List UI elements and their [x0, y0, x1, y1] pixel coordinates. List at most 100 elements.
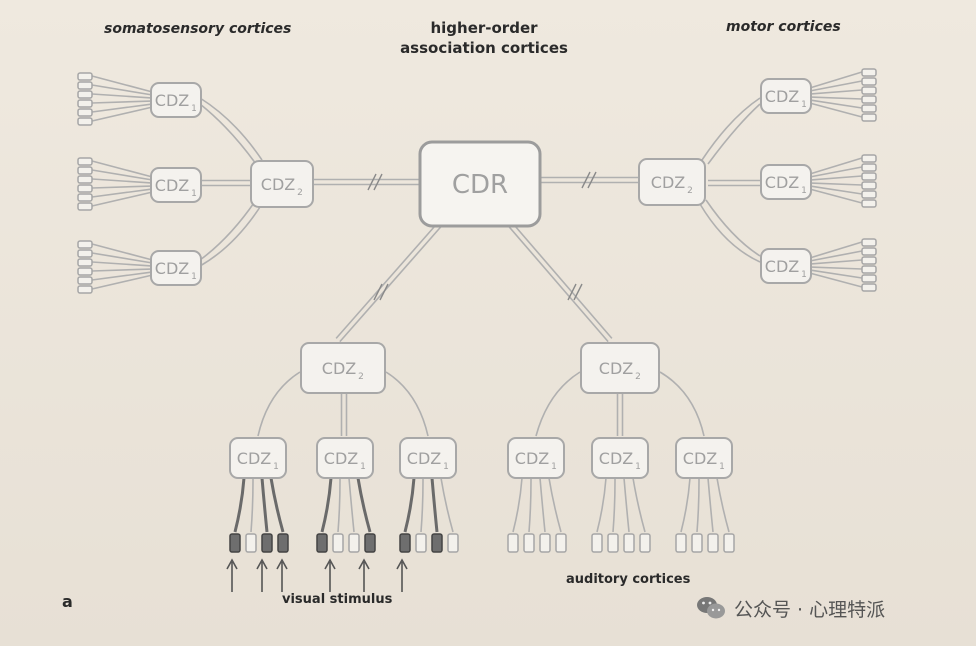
unit-lower-4-4: [555, 533, 567, 553]
cdz2-motor-frame: [638, 158, 706, 206]
link-lower-3-1: [403, 477, 416, 533]
unit-lower-4-2: [523, 533, 535, 553]
link-lower-2-1: [320, 477, 333, 533]
somato-col-3-unit-4: [77, 267, 93, 276]
link-lower-3-2: [420, 477, 424, 533]
unit-lower-3-3: [431, 533, 443, 553]
conn-s1-top-b: [199, 103, 257, 165]
cdz2-visual-label: CDZ: [322, 359, 356, 378]
label-higher-order-association-cortices: higher-order association cortices: [400, 18, 568, 58]
unit-lower-1-3: [261, 533, 273, 553]
cdz2-visual-subscript: 2: [358, 372, 364, 382]
conn-s1-bot: [199, 203, 263, 267]
cdz2-auditory-frame: [580, 342, 660, 394]
motor-col-3-link-3: [810, 259, 863, 265]
motor-col-2-link-3: [810, 175, 863, 181]
label-somatosensory-cortices: somatosensory cortices: [104, 21, 292, 37]
link-lower-6-1: [680, 477, 691, 533]
motor-col-1-link-6: [810, 102, 863, 118]
unit-lower-5-4: [639, 533, 651, 553]
cdz2-motor-subscript: 2: [687, 186, 693, 196]
stimulus-arrowhead-6: [396, 558, 408, 570]
link-lower-5-3: [623, 477, 630, 533]
somato-col-1-unit-5: [77, 108, 93, 117]
hatch-left-1: [367, 173, 377, 191]
link-lower-1-1: [233, 477, 246, 533]
motor-col-2-unit-1: [861, 154, 877, 163]
cdz1-lower-4-frame: [507, 437, 565, 479]
conn-m1-bot-b: [705, 199, 761, 257]
motor-col-2-link-6: [810, 188, 863, 204]
sensory-units: [77, 68, 877, 553]
unit-lower-1-2: [245, 533, 257, 553]
somato-col-1-link-2: [91, 84, 152, 96]
watermark: 公众号 · 心理特派: [696, 594, 885, 622]
cdz1-lower-6-label: CDZ: [683, 449, 717, 468]
cdz1-somato-2-subscript: 1: [191, 189, 197, 199]
conn-a2-a1a: [535, 371, 581, 437]
somato-col-2-link-5: [91, 188, 152, 198]
motor-col-3-unit-3: [861, 256, 877, 265]
somato-col-1-unit-4: [77, 99, 93, 108]
link-lower-3-4: [440, 477, 454, 533]
cdz1-motor-3-label: CDZ: [765, 257, 799, 276]
somato-col-2-link-1: [91, 160, 152, 178]
cdz1-lower-1-frame: [229, 437, 287, 479]
motor-col-2-unit-6: [861, 199, 877, 208]
motor-col-1-unit-5: [861, 104, 877, 113]
unit-lower-2-3: [348, 533, 360, 553]
label-higher-line2: association cortices: [400, 39, 568, 57]
unit-lower-5-1: [591, 533, 603, 553]
unit-lower-2-1: [316, 533, 328, 553]
link-lower-6-4: [716, 477, 730, 533]
somato-col-3-unit-6: [77, 285, 93, 294]
label-visual-stimulus: visual stimulus: [282, 592, 393, 607]
motor-col-2-unit-4: [861, 181, 877, 190]
motor-col-1-link-2: [810, 80, 863, 92]
motor-col-3-link-6: [810, 272, 863, 288]
conn-v2-v1a: [257, 371, 301, 437]
label-motor-cortices: motor cortices: [726, 19, 841, 35]
unit-lower-2-2: [332, 533, 344, 553]
somato-col-1-link-3: [91, 93, 152, 99]
motor-col-1-link-3: [810, 89, 863, 95]
unit-lower-5-3: [623, 533, 635, 553]
unit-lower-6-3: [707, 533, 719, 553]
conn-cdr-to-cdz2-auditory-a: [507, 225, 609, 343]
stimulus-arrowhead-3: [276, 558, 288, 570]
conn-m1-top: [701, 97, 761, 161]
motor-col-1-unit-1: [861, 68, 877, 77]
somato-col-3-unit-2: [77, 249, 93, 258]
somato-col-3-link-3: [91, 261, 152, 267]
hatch-lower-right-2: [573, 283, 583, 301]
cdz1-somato-1-frame: [150, 82, 202, 118]
cdz1-somato-2-label: CDZ: [155, 176, 189, 195]
hatch-lower-right-1: [567, 283, 577, 301]
hatch-lower-left-1: [373, 283, 383, 301]
link-lower-3-3: [430, 477, 439, 533]
somato-col-2-link-3: [91, 178, 152, 184]
hatch-right-2: [587, 171, 597, 189]
stimulus-arrowhead-4: [324, 558, 336, 570]
unit-lower-3-4: [447, 533, 459, 553]
somato-col-3-unit-1: [77, 240, 93, 249]
link-lower-4-1: [512, 477, 523, 533]
somato-col-1-unit-3: [77, 90, 93, 99]
link-lower-5-1: [596, 477, 607, 533]
link-lower-1-4: [269, 477, 285, 533]
label-higher-line1: higher-order: [430, 19, 538, 37]
somato-col-2-unit-3: [77, 175, 93, 184]
cdz1-somato-2-frame: [150, 167, 202, 203]
watermark-text: 公众号 · 心理特派: [734, 598, 886, 621]
label-auditory-cortices: auditory cortices: [566, 572, 691, 587]
motor-col-2-unit-2: [861, 163, 877, 172]
cdz1-motor-3-subscript: 1: [801, 270, 807, 280]
